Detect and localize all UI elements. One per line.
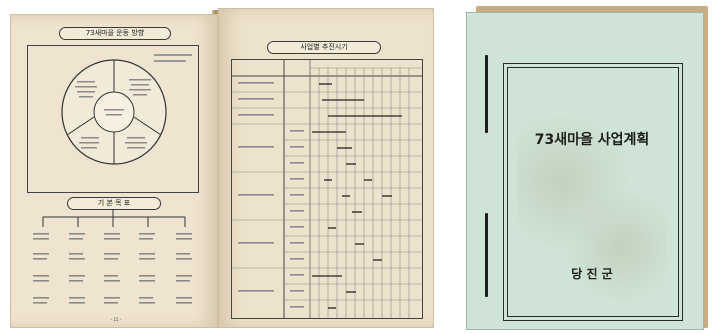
booklet-cover: 73새마을 사업계획 당 진 군 xyxy=(466,6,710,328)
cover-stains xyxy=(517,93,667,313)
cover-page: 73새마을 사업계획 당 진 군 xyxy=(466,12,704,330)
movement-circle-diagram xyxy=(59,57,169,167)
binding-stitch-top xyxy=(485,55,488,133)
left-page: 73새마을 운동 방향 xyxy=(10,14,218,328)
open-booklet: 73새마을 운동 방향 xyxy=(4,6,436,328)
goal-tree-lines xyxy=(35,209,195,229)
schedule-grid xyxy=(232,60,422,318)
left-page-title: 73새마을 운동 방향 xyxy=(59,27,171,40)
schedule-table xyxy=(231,59,423,319)
binding-stitch-bottom xyxy=(485,213,488,297)
right-page: 사업별 추진시기 xyxy=(218,8,434,328)
goal-text-columns xyxy=(31,231,201,311)
page-number: - 15 - xyxy=(101,317,131,322)
right-page-title: 사업별 추진시기 xyxy=(267,41,381,54)
